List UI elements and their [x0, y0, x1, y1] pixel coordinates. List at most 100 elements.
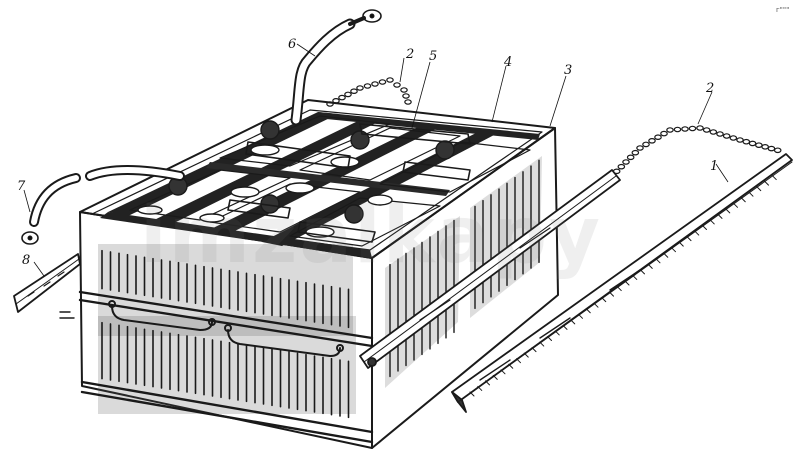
chain-link	[688, 125, 697, 132]
cell-lids	[100, 112, 540, 258]
callout-2-right: 2	[705, 81, 714, 96]
strap-1	[451, 153, 793, 413]
chain-link	[338, 94, 346, 101]
strap-tick	[477, 385, 483, 391]
callout-8: 8	[22, 253, 30, 268]
strap-1-slots	[479, 269, 641, 381]
chain-link	[363, 83, 372, 89]
strap-tick	[609, 291, 614, 297]
chain-link	[666, 127, 674, 133]
chain-link	[617, 163, 626, 170]
strap-tick	[500, 369, 506, 375]
callout-7: 7	[17, 179, 26, 194]
chain-link	[673, 126, 682, 133]
chain-link	[767, 145, 776, 152]
chain-link	[748, 140, 757, 147]
chain-link	[344, 91, 352, 98]
chain-link	[400, 87, 408, 93]
front-handles	[108, 300, 344, 357]
chain-link	[350, 88, 358, 95]
strap-tick	[717, 213, 723, 219]
front-lower-grille	[98, 316, 356, 414]
strap-tick	[539, 341, 545, 347]
chain-link	[773, 147, 782, 154]
chain-link	[722, 133, 731, 139]
strap-tick	[632, 274, 638, 280]
chain-link	[761, 144, 769, 150]
chain-link	[654, 134, 662, 141]
chain-link	[636, 145, 644, 151]
front-upper-grille	[98, 244, 353, 336]
strap-tick	[593, 302, 599, 308]
strap-tick	[578, 313, 583, 319]
strap-tick	[492, 374, 498, 380]
chain-link	[736, 137, 744, 143]
chain-link	[386, 77, 394, 83]
strap-tick	[771, 175, 777, 181]
strap-tick	[485, 380, 490, 386]
strap-tick	[523, 352, 529, 358]
chain-link	[702, 127, 711, 133]
strap-tick	[469, 391, 475, 397]
strap-tick	[616, 286, 622, 292]
chain-link	[660, 130, 668, 137]
strap-tick	[756, 186, 762, 192]
strap-tick	[601, 297, 607, 303]
chain-link	[404, 99, 412, 105]
strap-tick	[585, 308, 591, 314]
watermark: imzalkapy	[140, 191, 602, 281]
chain-link	[326, 101, 334, 107]
chain-link	[402, 93, 410, 99]
cable-6	[290, 9, 382, 126]
strap-tick	[733, 202, 738, 208]
chain-link	[648, 138, 656, 144]
strap-tick	[686, 236, 692, 242]
leader-lines	[23, 43, 729, 277]
callout-1: 1	[710, 159, 718, 174]
strap-tick	[531, 347, 537, 353]
bar-8	[13, 253, 81, 319]
chain-link	[332, 98, 340, 104]
chain-link	[378, 79, 387, 85]
strap-tick	[562, 324, 568, 330]
chain-link	[742, 138, 751, 145]
strap-tick	[570, 319, 576, 325]
cable-7	[21, 165, 185, 245]
strap-tick	[554, 330, 560, 336]
chain-link	[622, 159, 630, 165]
chain-link	[642, 141, 650, 148]
chain-link	[696, 125, 704, 131]
chain-2-right	[608, 125, 782, 179]
chain-link	[356, 85, 364, 91]
chain-link	[716, 131, 724, 137]
corner-mark: г"""	[776, 6, 789, 14]
chain-link	[709, 129, 718, 135]
callout-labels: 1 2 2 3 4 5 6 7 8	[17, 37, 718, 268]
callout-4: 4	[503, 55, 512, 70]
chain-2-rear	[326, 77, 412, 107]
strap-tick	[709, 219, 715, 225]
chain-link	[755, 142, 763, 148]
chain-link	[626, 154, 635, 161]
cell-terminals	[137, 120, 455, 238]
chain-link	[393, 82, 401, 88]
inter-cell-connectors	[227, 123, 471, 243]
strap-tick	[678, 241, 684, 247]
tie-bar-3	[359, 169, 621, 369]
front-bands	[78, 290, 374, 444]
strap-tick	[748, 191, 754, 197]
strap-tick	[663, 252, 669, 258]
strap-tick	[702, 225, 707, 230]
strap-tick	[547, 336, 552, 341]
strap-tick	[655, 258, 661, 264]
chain-link	[631, 149, 640, 156]
callout-5: 5	[429, 49, 437, 64]
strap-tick	[624, 280, 630, 286]
strap-tick	[764, 180, 769, 186]
strap-tick	[725, 208, 731, 214]
strap-tick	[694, 230, 700, 236]
callout-2-rear: 2	[405, 47, 414, 62]
strap-tick	[516, 358, 521, 364]
strap-tick	[508, 363, 514, 369]
